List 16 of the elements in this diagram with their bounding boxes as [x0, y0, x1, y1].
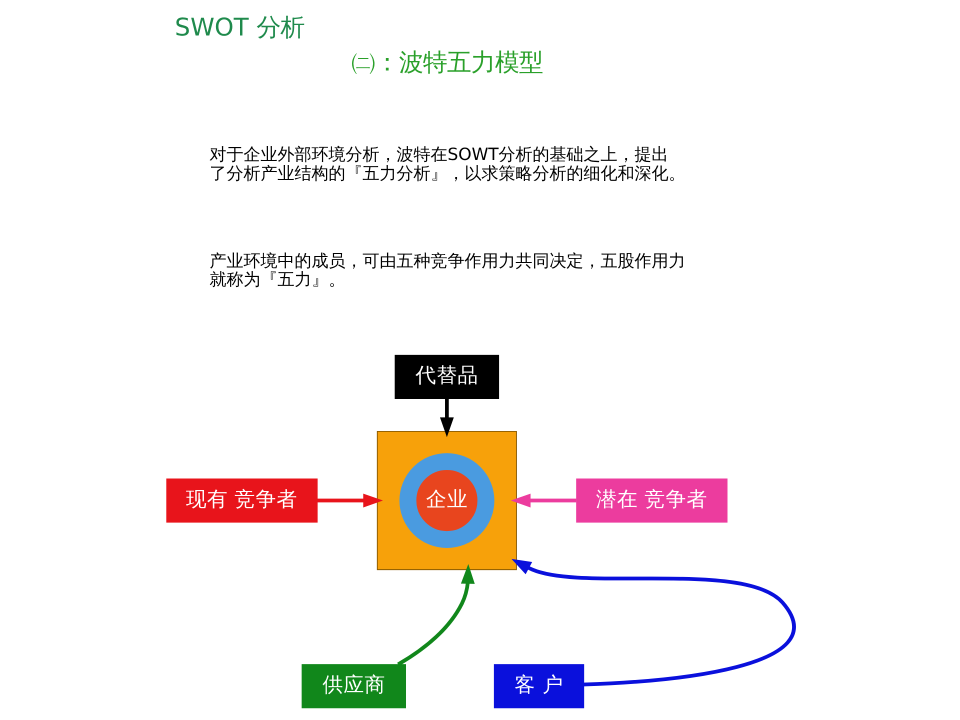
- arrow: [510, 558, 795, 686]
- node-box: 现有 竞争者: [166, 478, 318, 523]
- node-box: 供应商: [301, 664, 406, 708]
- node-box: 客 户: [493, 664, 584, 708]
- node-circle: 企业: [398, 453, 494, 548]
- diagram-title: SWOT 分析: [174, 12, 304, 42]
- arrow: [439, 398, 454, 438]
- arrow: [510, 494, 576, 508]
- node-box: 潜在 竞争者: [576, 478, 727, 523]
- arrow: [316, 494, 383, 508]
- label: ㈡：波特五力模型: [350, 47, 542, 76]
- cluster: [376, 430, 516, 570]
- arrow: [396, 564, 474, 666]
- node-box: 代替品: [394, 354, 499, 400]
- label: 产业环境中的成员，可由五种竞争作用力共同决定，五股作用力就称为『五力』。: [209, 250, 686, 290]
- label: 对于企业外部环境分析，波特在SOWT分析的基础之上，提出了分析产业结构的『五力分析』，以求策略分析的细化和深化。: [209, 144, 686, 183]
